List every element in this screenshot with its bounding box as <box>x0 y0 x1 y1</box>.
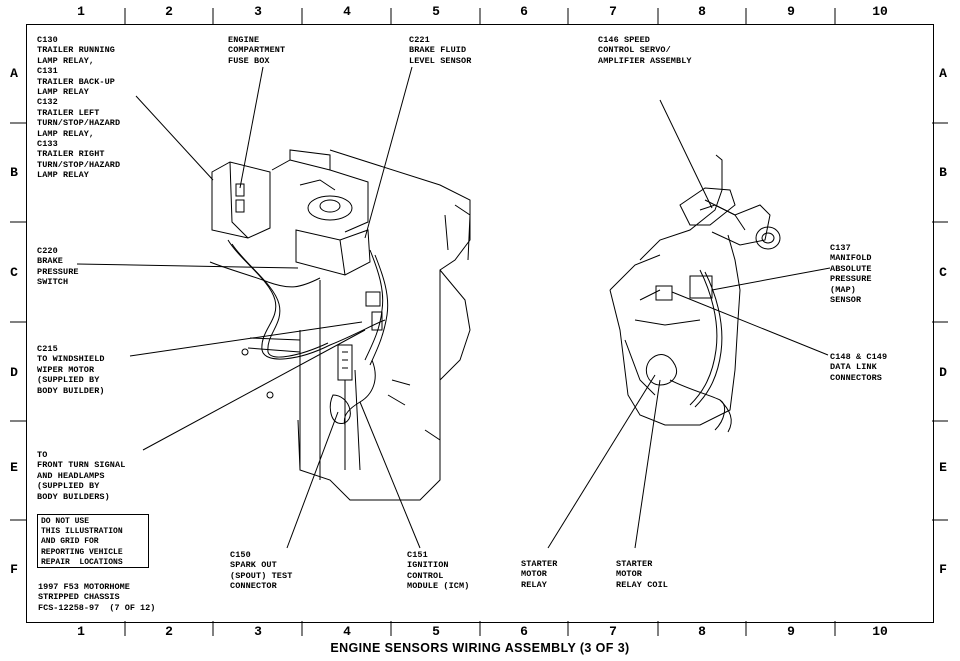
label-c220-brake-pressure: C220 BRAKE PRESSURE SWITCH <box>37 246 79 288</box>
grid-row-f: F <box>939 562 947 577</box>
label-engine-fuse-box: ENGINE COMPARTMENT FUSE BOX <box>228 35 286 66</box>
grid-col-7: 7 <box>609 4 617 19</box>
grid-col-8: 8 <box>698 4 706 19</box>
grid-col-3: 3 <box>254 624 262 639</box>
label-c215-wiper-motor: C215 TO WINDSHIELD WIPER MOTOR (SUPPLIED… <box>37 344 105 396</box>
grid-col-7: 7 <box>609 624 617 639</box>
label-front-turn-signal: TO FRONT TURN SIGNAL AND HEADLAMPS (SUPP… <box>37 450 126 502</box>
grid-row-a: A <box>10 66 18 81</box>
grid-row-d: D <box>939 365 947 380</box>
label-c151-icm: C151 IGNITION CONTROL MODULE (ICM) <box>407 550 470 592</box>
diagram-frame <box>26 24 934 623</box>
grid-row-f: F <box>10 562 18 577</box>
document-reference: 1997 F53 MOTORHOME STRIPPED CHASSIS FCS-… <box>38 582 156 613</box>
figure-caption: ENGINE SENSORS WIRING ASSEMBLY (3 OF 3) <box>330 641 630 655</box>
label-c146-speed-control: C146 SPEED CONTROL SERVO/ AMPLIFIER ASSE… <box>598 35 692 66</box>
grid-col-2: 2 <box>165 4 173 19</box>
grid-row-c: C <box>939 265 947 280</box>
grid-col-5: 5 <box>432 624 440 639</box>
label-c130-trailer-relays: C130 TRAILER RUNNING LAMP RELAY, C131 TR… <box>37 35 121 181</box>
grid-col-1: 1 <box>77 624 85 639</box>
grid-col-10: 10 <box>872 4 888 19</box>
grid-row-d: D <box>10 365 18 380</box>
grid-row-b: B <box>939 165 947 180</box>
grid-col-8: 8 <box>698 624 706 639</box>
warning-box: DO NOT USE THIS ILLUSTRATION AND GRID FO… <box>37 514 149 568</box>
grid-col-6: 6 <box>520 624 528 639</box>
grid-col-5: 5 <box>432 4 440 19</box>
grid-col-4: 4 <box>343 4 351 19</box>
label-c150-spout: C150 SPARK OUT (SPOUT) TEST CONNECTOR <box>230 550 293 592</box>
grid-row-e: E <box>939 460 947 475</box>
label-c221-brake-fluid: C221 BRAKE FLUID LEVEL SENSOR <box>409 35 472 66</box>
grid-ticks <box>10 8 948 636</box>
label-starter-motor-relay: STARTER MOTOR RELAY <box>521 559 558 590</box>
label-c137-map-sensor: C137 MANIFOLD ABSOLUTE PRESSURE (MAP) SE… <box>830 243 872 306</box>
grid-row-e: E <box>10 460 18 475</box>
grid-col-2: 2 <box>165 624 173 639</box>
grid-col-4: 4 <box>343 624 351 639</box>
grid-row-b: B <box>10 165 18 180</box>
grid-col-1: 1 <box>77 4 85 19</box>
grid-col-9: 9 <box>787 624 795 639</box>
leader-lines <box>76 66 831 549</box>
label-starter-relay-coil: STARTER MOTOR RELAY COIL <box>616 559 669 590</box>
grid-col-10: 10 <box>872 624 888 639</box>
grid-col-6: 6 <box>520 4 528 19</box>
engine-assembly-illustration <box>209 149 471 501</box>
grid-row-a: A <box>939 66 947 81</box>
label-c148-data-link: C148 & C149 DATA LINK CONNECTORS <box>830 352 888 383</box>
grid-row-c: C <box>10 265 18 280</box>
grid-col-3: 3 <box>254 4 262 19</box>
grid-col-9: 9 <box>787 4 795 19</box>
